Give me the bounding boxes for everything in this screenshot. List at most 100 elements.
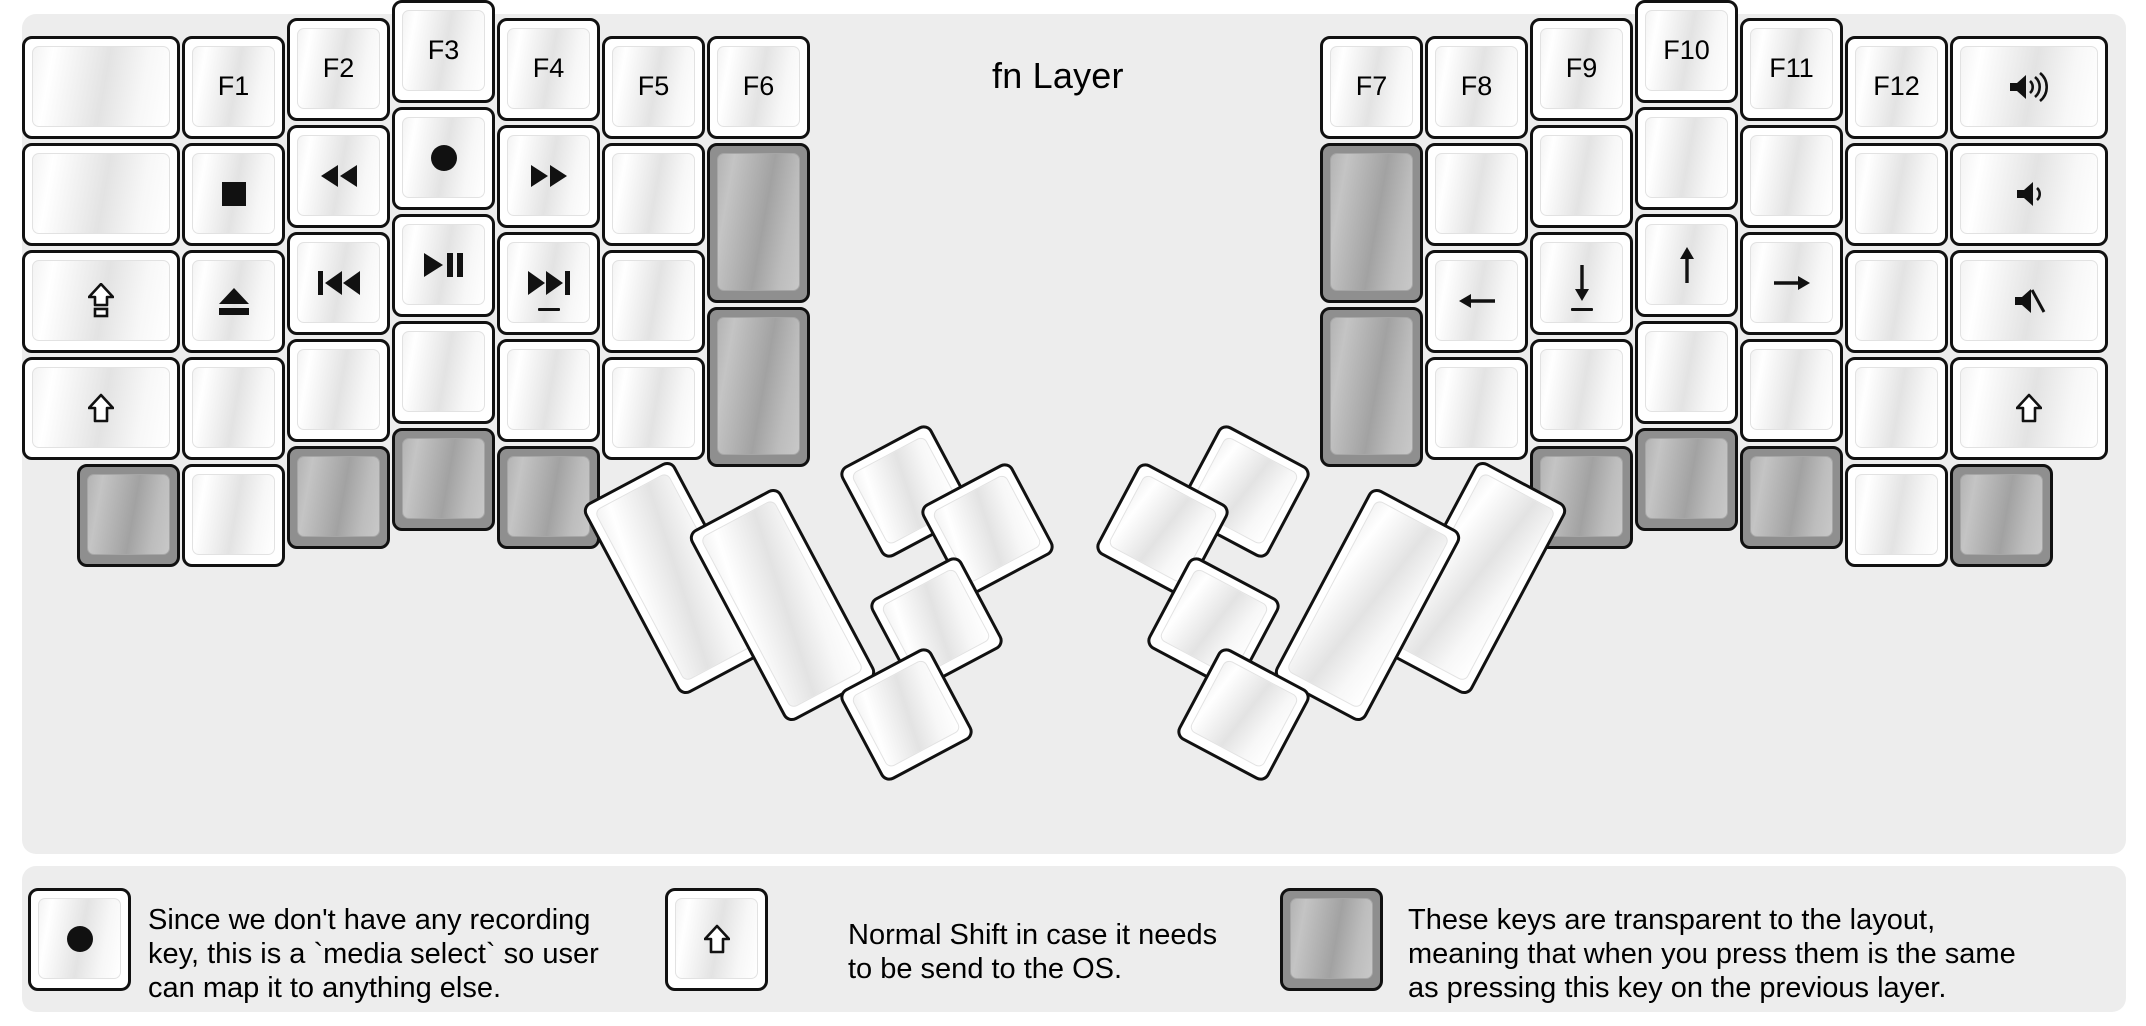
col-outer-left-key-2[interactable] — [22, 250, 180, 353]
col-f6-key-1[interactable] — [707, 143, 810, 303]
col-f8-key-2[interactable] — [1425, 250, 1528, 353]
col-f3-key-4[interactable] — [392, 428, 495, 531]
keycap-face — [402, 117, 485, 198]
keycap-face — [297, 242, 380, 323]
col-f3-key-0[interactable]: F3 — [392, 0, 495, 103]
keycap-face — [507, 135, 590, 216]
keycap-face — [1645, 331, 1728, 412]
keycap-face — [192, 367, 275, 448]
col-f12-key-0[interactable]: F12 — [1845, 36, 1948, 139]
col-f2-key-4[interactable] — [287, 446, 390, 549]
col-outer-left-key-3[interactable] — [22, 357, 180, 460]
col-f11-key-0[interactable]: F11 — [1740, 18, 1843, 121]
col-f9-key-1[interactable] — [1530, 125, 1633, 228]
col-f10-key-0[interactable]: F10 — [1635, 0, 1738, 103]
keycap-face — [1435, 260, 1518, 341]
shift-icon — [2016, 393, 2042, 423]
volume-up-icon — [2007, 71, 2051, 102]
keycap-face — [1540, 135, 1623, 216]
col-f5-key-2[interactable] — [602, 250, 705, 353]
col-outer-left-key-4[interactable] — [77, 464, 180, 567]
col-f4-key-3[interactable] — [497, 339, 600, 442]
legend-key-0[interactable] — [28, 888, 131, 991]
col-f3-key-2[interactable] — [392, 214, 495, 317]
col-f4-key-0[interactable]: F4 — [497, 18, 600, 121]
record-icon — [63, 922, 97, 956]
col-f12-key-3[interactable] — [1845, 357, 1948, 460]
col-f9-key-0[interactable]: F9 — [1530, 18, 1633, 121]
col-f9-key-3[interactable] — [1530, 339, 1633, 442]
col-f10-key-2[interactable] — [1635, 214, 1738, 317]
volume-mute-icon — [2012, 286, 2046, 316]
col-f10-key-4[interactable] — [1635, 428, 1738, 531]
keycap-face — [1645, 224, 1728, 305]
col-f4-key-1[interactable] — [497, 125, 600, 228]
keycap-face — [1645, 117, 1728, 198]
col-f3-key-1[interactable] — [392, 107, 495, 210]
col-f3-key-3[interactable] — [392, 321, 495, 424]
col-f10-key-3[interactable] — [1635, 321, 1738, 424]
col-outer-right-key-4[interactable] — [1950, 464, 2053, 567]
rewind-icon — [318, 163, 360, 189]
col-f4-key-2[interactable] — [497, 232, 600, 335]
col-f4-key-4[interactable] — [497, 446, 600, 549]
col-f7-key-1[interactable] — [1320, 143, 1423, 303]
keycap-face: F5 — [612, 46, 695, 127]
legend-key-1[interactable] — [665, 888, 768, 991]
col-outer-right-key-2[interactable] — [1950, 250, 2108, 353]
col-outer-right-key-0[interactable] — [1950, 36, 2108, 139]
keycap-face: F1 — [192, 46, 275, 127]
col-f1-key-0[interactable]: F1 — [182, 36, 285, 139]
keycap-face: F9 — [1540, 28, 1623, 109]
keycap-face — [192, 153, 275, 234]
arrow-right-icon — [1772, 270, 1812, 296]
col-outer-left-key-0[interactable] — [22, 36, 180, 139]
col-f12-key-1[interactable] — [1845, 143, 1948, 246]
col-f11-key-3[interactable] — [1740, 339, 1843, 442]
keycap-underline-marker — [537, 308, 560, 311]
col-f5-key-0[interactable]: F5 — [602, 36, 705, 139]
col-f9-key-4[interactable] — [1530, 446, 1633, 549]
col-f9-key-2[interactable] — [1530, 232, 1633, 335]
col-outer-right-key-3[interactable] — [1950, 357, 2108, 460]
col-f8-key-1[interactable] — [1425, 143, 1528, 246]
col-f6-key-2[interactable] — [707, 307, 810, 467]
col-f10-key-1[interactable] — [1635, 107, 1738, 210]
keycap-face — [1750, 242, 1833, 323]
col-f2-key-1[interactable] — [287, 125, 390, 228]
col-f1-key-2[interactable] — [182, 250, 285, 353]
keycap-face — [297, 135, 380, 216]
keycap-face — [1645, 438, 1728, 519]
keycap-face — [507, 456, 590, 537]
keycap-face — [192, 474, 275, 555]
col-f11-key-1[interactable] — [1740, 125, 1843, 228]
col-f7-key-2[interactable] — [1320, 307, 1423, 467]
col-f11-key-4[interactable] — [1740, 446, 1843, 549]
col-f5-key-3[interactable] — [602, 357, 705, 460]
col-f2-key-0[interactable]: F2 — [287, 18, 390, 121]
col-f5-key-1[interactable] — [602, 143, 705, 246]
keycap-label: F9 — [1565, 53, 1598, 83]
col-outer-left-key-1[interactable] — [22, 143, 180, 246]
col-f1-key-4[interactable] — [182, 464, 285, 567]
col-f1-key-3[interactable] — [182, 357, 285, 460]
col-f11-key-2[interactable] — [1740, 232, 1843, 335]
keycap-label: F3 — [427, 35, 460, 65]
fast-forward-icon — [528, 163, 570, 189]
keycap-face — [1435, 153, 1518, 234]
col-f8-key-0[interactable]: F8 — [1425, 36, 1528, 139]
col-f2-key-3[interactable] — [287, 339, 390, 442]
col-f12-key-4[interactable] — [1845, 464, 1948, 567]
col-f8-key-3[interactable] — [1425, 357, 1528, 460]
col-f2-key-2[interactable] — [287, 232, 390, 335]
col-f6-key-0[interactable]: F6 — [707, 36, 810, 139]
legend-key-2[interactable] — [1280, 888, 1383, 991]
col-outer-right-key-1[interactable] — [1950, 143, 2108, 246]
keycap-face — [32, 46, 170, 127]
col-f1-key-1[interactable] — [182, 143, 285, 246]
keycap-face — [1855, 367, 1938, 448]
keycap-face — [402, 331, 485, 412]
keycap-face: F11 — [1750, 28, 1833, 109]
col-f7-key-0[interactable]: F7 — [1320, 36, 1423, 139]
col-f12-key-2[interactable] — [1845, 250, 1948, 353]
